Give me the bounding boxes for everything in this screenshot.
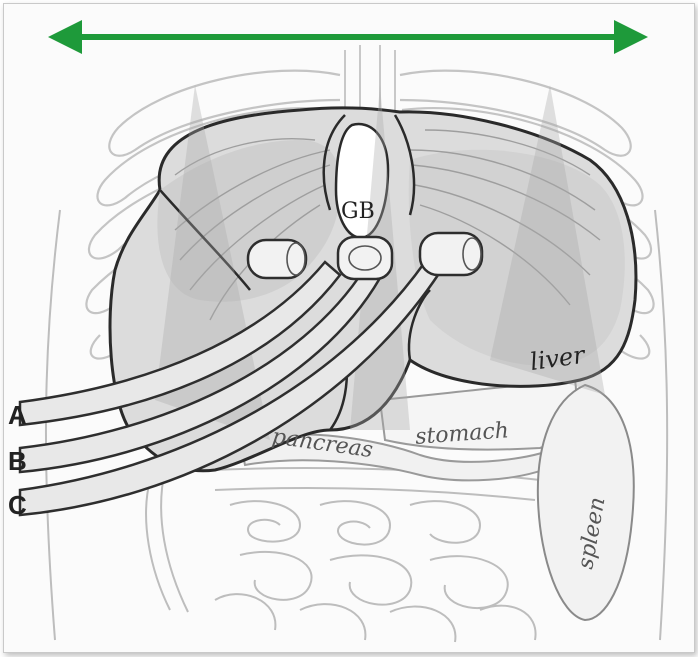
intestines: [146, 468, 540, 642]
label-gb: GB: [341, 199, 375, 224]
width-arrow: [48, 20, 648, 54]
tube-label-c: C: [8, 490, 27, 520]
tube-label-a: A: [8, 400, 27, 430]
tube-label-b: B: [8, 446, 27, 476]
